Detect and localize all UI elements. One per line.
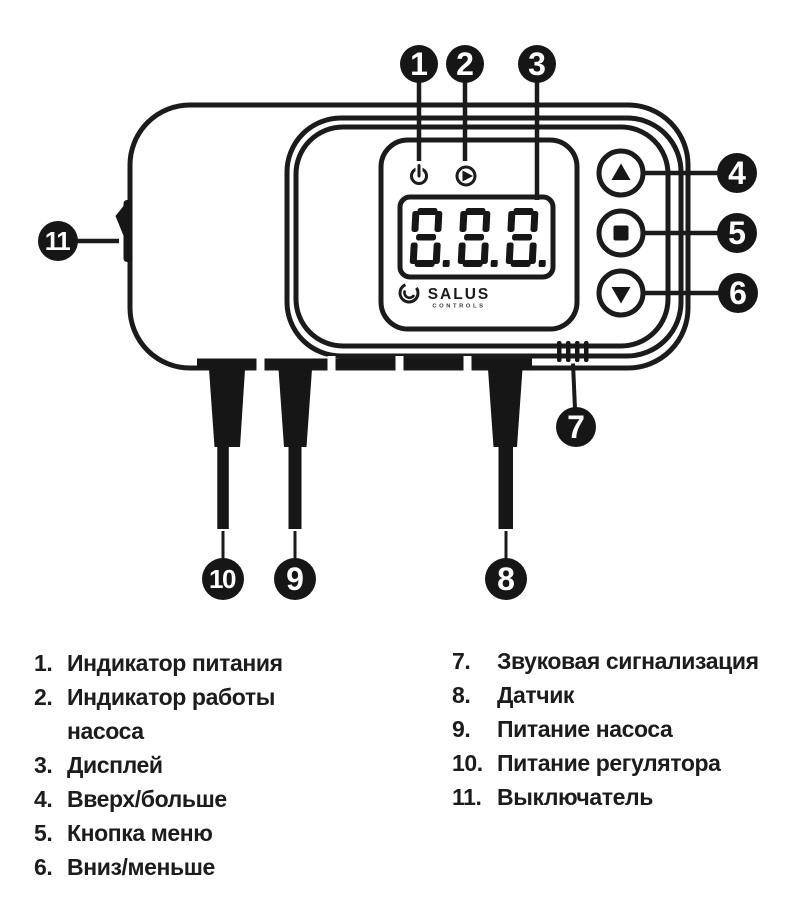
button-menu [596,208,646,258]
pump-indicator-icon [455,165,477,187]
legend-item-label: Вверх/больше [67,786,227,812]
callout-number: 6 [729,275,747,311]
callout-number: 7 [567,409,585,445]
power-indicator-icon [410,164,428,185]
salus-swirl-icon [398,282,420,304]
legend-item-number: 11. [452,784,482,810]
device-diagram: SALUS CONTROLS [38,45,758,600]
callout-number: 10 [209,564,236,594]
legend-item: 4. Вверх/больше [34,782,305,816]
cable-sensor [487,362,523,529]
legend-item: 9. Питание насоса [452,712,800,746]
legend-item: 7. Звуковая сигнализация [452,644,800,678]
decimal-dot [538,260,546,267]
up-triangle-icon [611,163,631,180]
down-triangle-icon [611,287,631,304]
legend-item-number: 8. [452,682,471,708]
display-digits [409,208,546,267]
callout-number: 2 [456,46,474,82]
callout-number: 4 [728,155,746,191]
callout-number: 1 [410,46,428,82]
brand-text: SALUS [428,286,491,303]
legend-item-label: Индикатор питания [67,650,283,676]
decimal-dot [490,260,498,267]
button-up [596,148,646,198]
salus-logo: SALUS CONTROLS [398,282,491,310]
callout-number: 5 [728,215,746,251]
legend-item: 2. Индикатор работы насоса [34,680,305,748]
callout-7: 7 [556,407,596,447]
legend-item: 10. Питание регулятора [452,746,800,780]
callout-1: 1 [400,45,438,83]
callout-11: 11 [38,221,78,261]
callout-10: 10 [202,558,244,600]
legend-item: 11. Выключатель [452,780,800,814]
display-digit [505,208,546,267]
legend-item-number: 1. [34,650,53,676]
callout-8: 8 [485,558,527,600]
callout-6: 6 [718,273,758,313]
cable-regulator-power [208,362,246,529]
callout-number: 11 [45,226,71,256]
legend-item-label: Вниз/меньше [67,854,215,880]
brand-subtext: CONTROLS [432,304,485,310]
callout-number: 8 [497,561,515,597]
callout-3: 3 [518,45,556,83]
legend-item-number: 7. [452,648,471,674]
legend-item-number: 2. [34,684,53,710]
display-digit [457,208,498,267]
bottom-terminal-bar [197,356,532,371]
power-switch [115,200,133,262]
cable-pump-power [278,362,313,529]
legend-item: 1. Индикатор питания [34,646,305,680]
callout-number: 9 [286,561,304,597]
legend-item: 6. Вниз/меньше [34,850,305,884]
legend-item: 5. Кнопка меню [34,816,305,850]
legend-item-label: Дисплей [67,752,163,778]
legend-item-number: 5. [34,820,53,846]
legend-item-label: Датчик [497,682,575,708]
legend-item-label: Питание насоса [497,716,673,742]
leader-line-7 [571,363,577,410]
legend-item-number: 6. [34,854,53,880]
legend-item-number: 10. [452,750,483,776]
legend-left-column: 1. Индикатор питания 2. Индикатор работы… [34,646,305,884]
legend-item-label: Звуковая сигнализация [497,648,759,674]
callout-9: 9 [274,558,316,600]
legend-item-number: 4. [34,786,53,812]
legend-item: 3. Дисплей [34,748,305,782]
display-digit [409,208,450,267]
square-icon [613,225,629,241]
button-down [596,268,646,318]
legend-item-label: Кнопка меню [67,820,213,846]
callout-4: 4 [717,153,757,193]
legend-item: 8. Датчик [452,678,800,712]
legend-item-label: Питание регулятора [497,750,721,776]
callout-5: 5 [717,213,757,253]
callout-number: 3 [528,46,546,82]
decimal-dot [442,260,450,267]
legend-item-label: Выключатель [497,784,653,810]
legend-item-number: 9. [452,716,471,742]
callout-2: 2 [446,45,484,83]
legend-right-column: 7. Звуковая сигнализация 8. Датчик 9. Пи… [452,644,800,814]
legend-item-label: Индикатор работы насоса [67,684,275,744]
buzzer-grille [557,341,589,362]
legend-item-number: 3. [34,752,53,778]
